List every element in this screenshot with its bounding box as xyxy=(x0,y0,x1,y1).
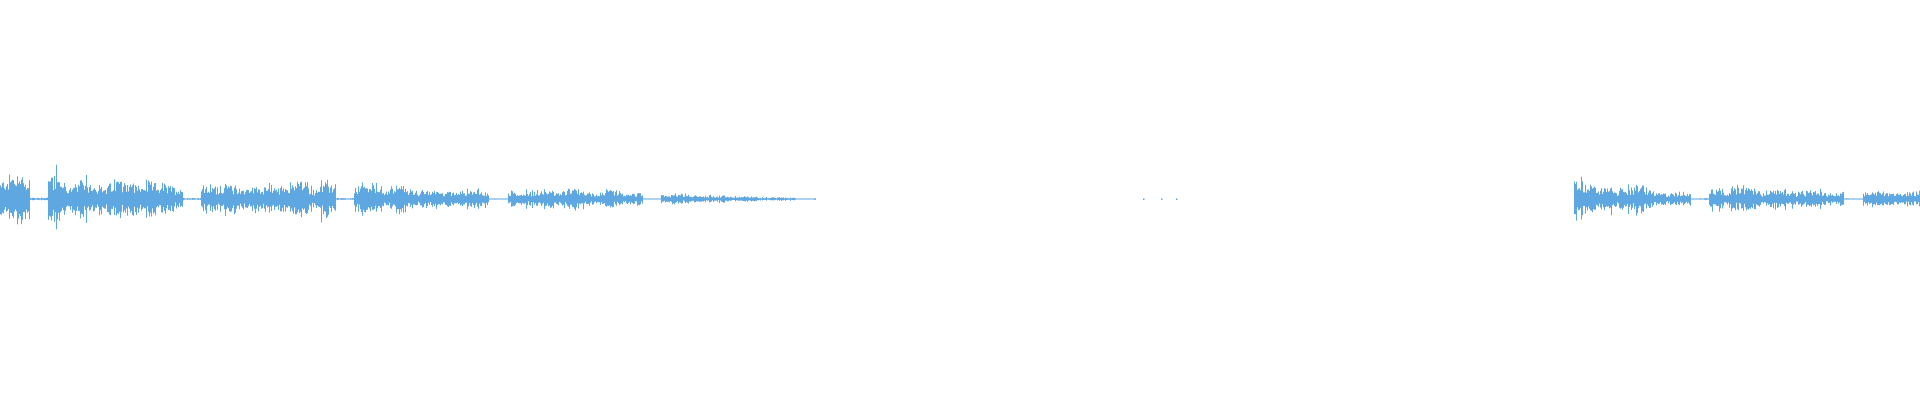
silence-dot xyxy=(1176,198,1178,200)
waveform-segment-2 xyxy=(1574,176,1920,221)
waveform-samples xyxy=(0,164,816,230)
waveform-segment-1 xyxy=(0,164,816,230)
silence-dot xyxy=(1143,198,1145,200)
silence-dot xyxy=(1161,198,1163,200)
